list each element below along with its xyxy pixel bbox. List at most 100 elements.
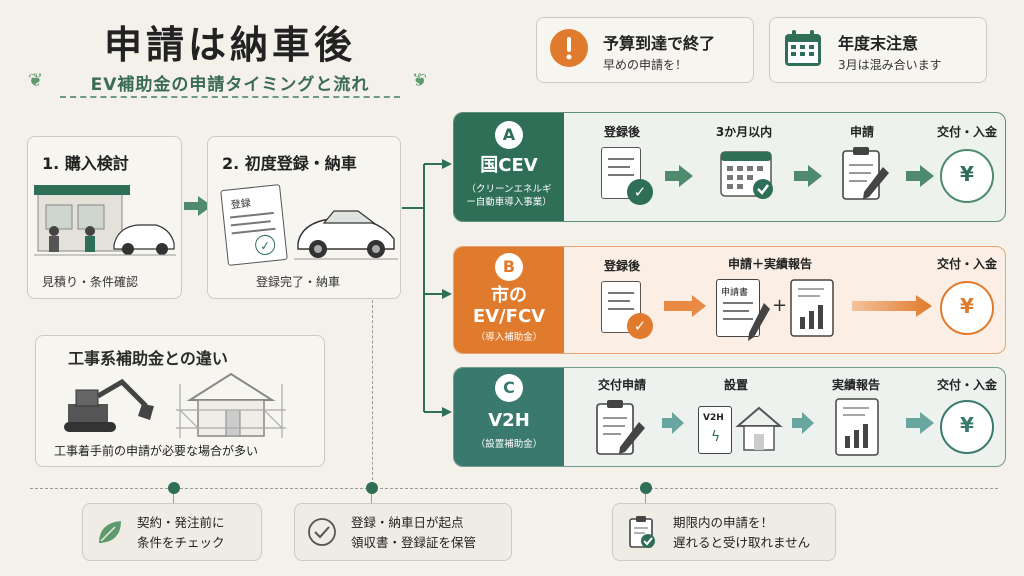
construction-caption: 工事着手前の申請が必要な場合が多い [54,444,259,458]
device-label: V2H [703,413,724,423]
house-icon [735,406,783,451]
branch-connector [402,159,452,417]
step-purchase-card: 1. 購入検討 見積り・条件確認 [27,136,182,299]
arrow-right-icon [664,295,706,317]
leaf-icon: ❦ [412,70,428,91]
check-circle-icon [308,518,336,546]
step-registration-card: 2. 初度登録・納車 登録 ✓ 登録完了・納車 [207,136,401,299]
ev-car-illustration [294,210,398,260]
alert-sub: 早めの申請を！ [603,58,688,72]
route-note: （設置補助金） [475,439,543,450]
registration-document-icon: 登録 ✓ [220,184,288,266]
stage-label: 申請＋実績報告 [727,257,812,271]
timeline-tick [645,494,646,504]
note-line: 登録・納車日が起点 [351,515,464,530]
route-a-row: A 国CEV （クリーンエネルギー自動車導入事業） 登録後 ✓ 3か月以内 申請… [453,112,1006,222]
timeline-horizontal-dashed [30,488,998,489]
route-name: 市の EV/FCV [472,285,546,327]
note-line: 遅れると受け取れません [673,535,811,550]
route-letter: B [495,253,523,281]
construction-comparison-card: 工事系補助金との違い 工事着手前の申請が必要な場合が多い [35,335,325,467]
report-chart-icon [790,279,834,337]
calendar-icon [785,30,821,66]
excavator-icon [64,378,154,432]
stage-label: 交付・入金 [936,125,997,139]
leaf-icon: ❦ [28,70,44,91]
timeline-dot [168,482,180,494]
page-title: 申請は納車後 [103,23,356,67]
arrow-right-icon [662,412,684,434]
pen-icon [748,303,770,341]
house-scaffold-icon [176,372,286,438]
alert-title: 予算到達で終了 [603,34,716,53]
arrow-right-icon [794,165,822,187]
timeline-tick [371,494,372,504]
note-line: 条件をチェック [137,535,225,550]
v2h-device-icon: V2H ϟ [698,406,732,454]
stage-label: 交付・入金 [936,257,997,271]
calendar-icon [720,151,773,199]
check-icon: ✓ [254,233,277,256]
stage-label: 3か月以内 [715,125,773,139]
dealership-illustration [34,185,176,256]
alert-sub: 3月は混み合います [838,58,942,72]
doc-label: 申請書 [721,288,749,298]
arrow-right-icon [665,165,693,187]
subtitle-underline [60,96,400,98]
route-name: V2H [488,410,530,431]
alert-title: 年度末注意 [838,34,919,53]
warning-icon [550,29,588,67]
page-subtitle: EV補助金の申請タイミングと流れ [90,75,370,95]
note-line: 領収書・登録証を保管 [351,535,477,550]
arrow-right-icon [184,196,212,216]
step-caption: 登録完了・納車 [256,275,341,289]
stage-label: 登録後 [603,125,640,139]
route-letter: A [495,121,523,149]
timeline-dot [366,482,378,494]
yen-coin-icon: ¥ [940,149,994,203]
route-note: （導入補助金） [475,332,543,343]
bottom-note-card: 契約・発注前に 条件をチェック [82,503,262,561]
note-line: 契約・発注前に [137,515,225,530]
stage-label: 設置 [723,378,748,392]
doc-label: 登録 [230,198,252,212]
yen-coin-icon: ¥ [940,281,994,335]
arrow-right-icon [906,165,934,187]
lightning-icon: ϟ [711,429,721,445]
stage-label: 実績報告 [831,378,880,392]
step-title: 1. 購入検討 [42,154,129,173]
bottom-note-card: 登録・納車日が起点 領収書・登録証を保管 [294,503,512,561]
yen-coin-icon: ¥ [940,400,994,454]
check-icon: ✓ [627,313,653,339]
route-letter: C [495,374,523,402]
clipboard-check-icon [629,516,655,548]
check-icon: ✓ [627,179,653,205]
timeline-dot [640,482,652,494]
route-c-label: C V2H （設置補助金） [454,368,564,466]
alert-budget-card: 予算到達で終了 早めの申請を！ [536,17,754,83]
stage-label: 申請 [849,125,874,139]
clipboard-pen-icon [842,147,889,200]
step-caption: 見積り・条件確認 [42,275,139,289]
note-line: 期限内の申請を！ [673,515,774,530]
route-a-label: A 国CEV （クリーンエネルギー自動車導入事業） [454,113,564,221]
alert-fiscal-card: 年度末注意 3月は混み合います [769,17,987,83]
construction-title: 工事系補助金との違い [68,349,228,368]
plus-sign: + [772,295,788,316]
arrow-right-icon [792,412,814,434]
arrow-right-icon [852,295,932,317]
stage-label: 交付申請 [597,378,646,392]
route-b-label: B 市の EV/FCV （導入補助金） [454,247,564,353]
timeline-vertical-dashed [372,300,373,485]
route-note: （クリーンエネルギー自動車導入事業） [466,184,552,208]
stage-label: 交付・入金 [936,378,997,392]
clipboard-pen-icon [596,400,645,455]
leaf-icon [99,521,121,543]
bottom-note-card: 期限内の申請を！ 遅れると受け取れません [612,503,836,561]
route-c-row: C V2H （設置補助金） 交付申請 設置 V2H ϟ 実績報告 交付・入金 ¥ [453,367,1006,467]
stage-label: 登録後 [603,259,640,273]
route-name: 国CEV [480,155,538,176]
report-chart-icon [835,398,879,456]
step-title: 2. 初度登録・納車 [222,154,357,173]
route-b-row: B 市の EV/FCV （導入補助金） 登録後 ✓ 申請＋実績報告 申請書 + … [453,246,1006,354]
